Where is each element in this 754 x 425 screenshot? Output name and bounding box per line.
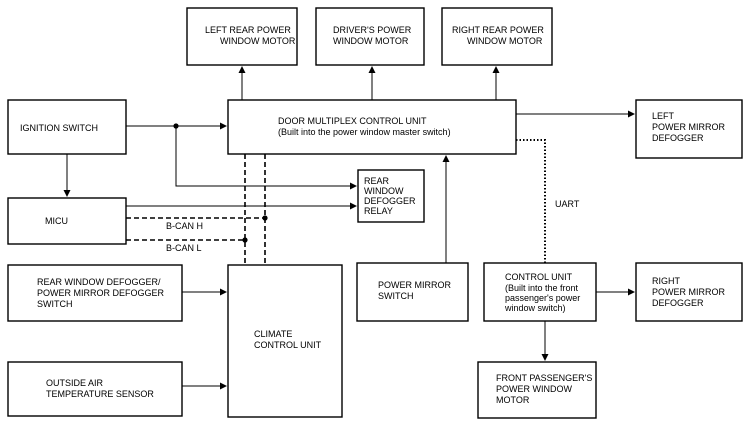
svg-text:CONTROL UNIT(Built into the fr: CONTROL UNIT(Built into the frontpasseng… (504, 272, 580, 313)
b-can-junction-dot (262, 215, 268, 221)
svg-text:REAR WINDOW DEFOGGER/POWER MIR: REAR WINDOW DEFOGGER/POWER MIRROR DEFOGG… (37, 277, 165, 309)
junction-dot (173, 123, 179, 129)
solid-connections (63, 66, 635, 390)
uart-link: UART (516, 139, 580, 263)
b-can-junction-dot (242, 237, 248, 243)
svg-text:IGNITION SWITCH: IGNITION SWITCH (20, 123, 98, 133)
wire-ignition-to-relay (175, 126, 357, 190)
svg-text:DOOR MULTIPLEX CONTROL UNIT(Bu: DOOR MULTIPLEX CONTROL UNIT(Built into t… (278, 116, 451, 137)
micu-block: MICU (7, 197, 127, 245)
svg-text:MICU: MICU (45, 216, 68, 226)
uart-line (516, 139, 546, 263)
door-multiplex-control-unit-block: DOOR MULTIPLEX CONTROL UNIT(Built into t… (227, 99, 517, 155)
uart-label: UART (555, 199, 580, 209)
b-can-h-label: B-CAN H (166, 221, 203, 231)
defogger-switch-block: REAR WINDOW DEFOGGER/POWER MIRROR DEFOGG… (7, 264, 183, 322)
ignition-switch-block: IGNITION SWITCH (7, 99, 127, 155)
b-can-bus: B-CAN H B-CAN L (126, 154, 268, 265)
b-can-l-label: B-CAN L (166, 243, 202, 253)
